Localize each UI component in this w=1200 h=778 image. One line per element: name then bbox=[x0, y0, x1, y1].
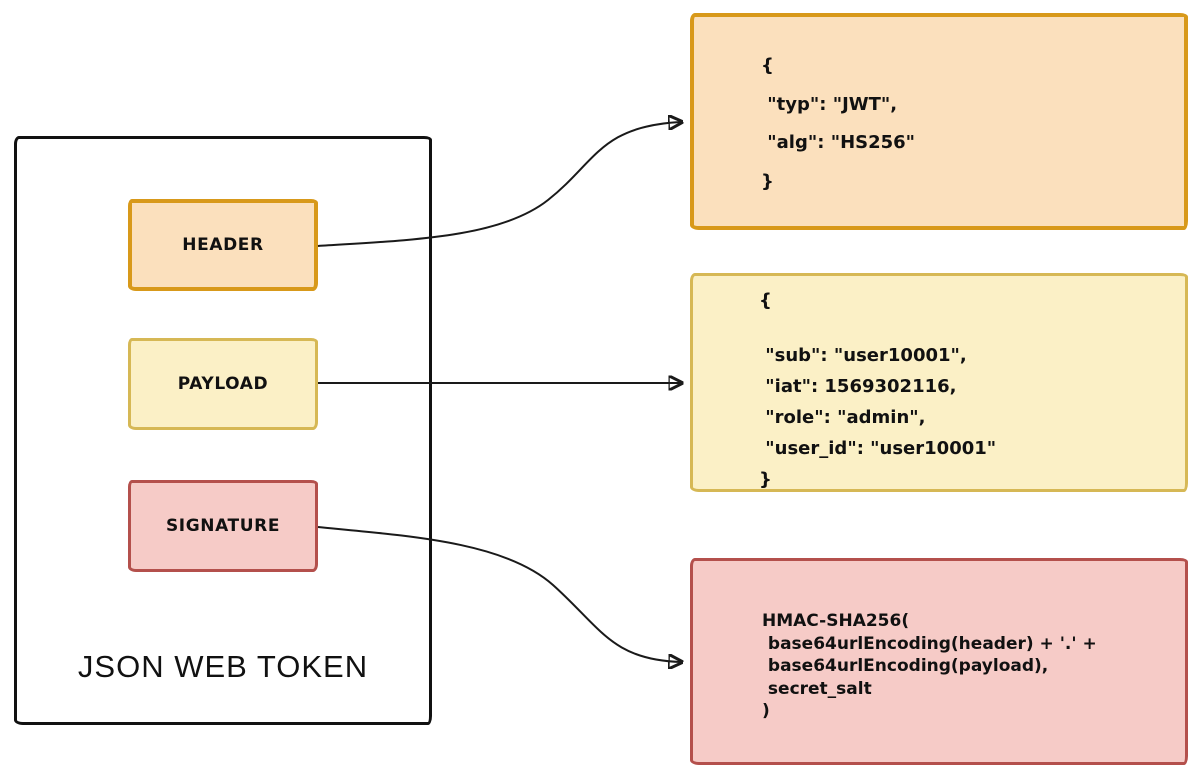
code-line: "iat": 1569302116, bbox=[759, 376, 957, 397]
jwt-container-box: JSON WEB TOKEN bbox=[14, 136, 432, 725]
code-line: "role": "admin", bbox=[759, 407, 926, 428]
code-line: "typ": "JWT", bbox=[761, 93, 898, 115]
code-line: } bbox=[759, 469, 772, 490]
code-line: base64urlEncoding(payload), bbox=[762, 656, 1049, 676]
code-line: base64urlEncoding(header) + '.' + bbox=[762, 633, 1097, 654]
jwt-title: JSON WEB TOKEN bbox=[77, 649, 369, 684]
payload-part-label: PAYLOAD bbox=[177, 374, 269, 394]
code-line: { bbox=[759, 290, 772, 311]
header-json-box: { "typ": "JWT", "alg": "HS256" } bbox=[690, 13, 1188, 230]
code-line: secret_salt bbox=[762, 678, 872, 699]
signature-part-label: SIGNATURE bbox=[165, 516, 281, 536]
code-line: { bbox=[761, 55, 774, 76]
code-line bbox=[759, 316, 1175, 340]
signature-part-box: SIGNATURE bbox=[128, 480, 318, 572]
signature-formula-box: HMAC-SHA256( base64urlEncoding(header) +… bbox=[690, 558, 1188, 765]
payload-part-box: PAYLOAD bbox=[128, 338, 318, 430]
payload-json-box: { "sub": "user10001", "iat": 1569302116,… bbox=[690, 273, 1188, 492]
code-line: } bbox=[761, 170, 774, 192]
code-line: HMAC-SHA256( bbox=[762, 611, 910, 631]
header-part-box: HEADER bbox=[128, 199, 318, 291]
code-line: "user_id": "user10001" bbox=[759, 438, 997, 459]
code-line: "alg": "HS256" bbox=[761, 132, 916, 153]
header-part-label: HEADER bbox=[182, 235, 264, 255]
code-line: "sub": "user10001", bbox=[759, 345, 967, 366]
code-line: ) bbox=[762, 701, 770, 721]
